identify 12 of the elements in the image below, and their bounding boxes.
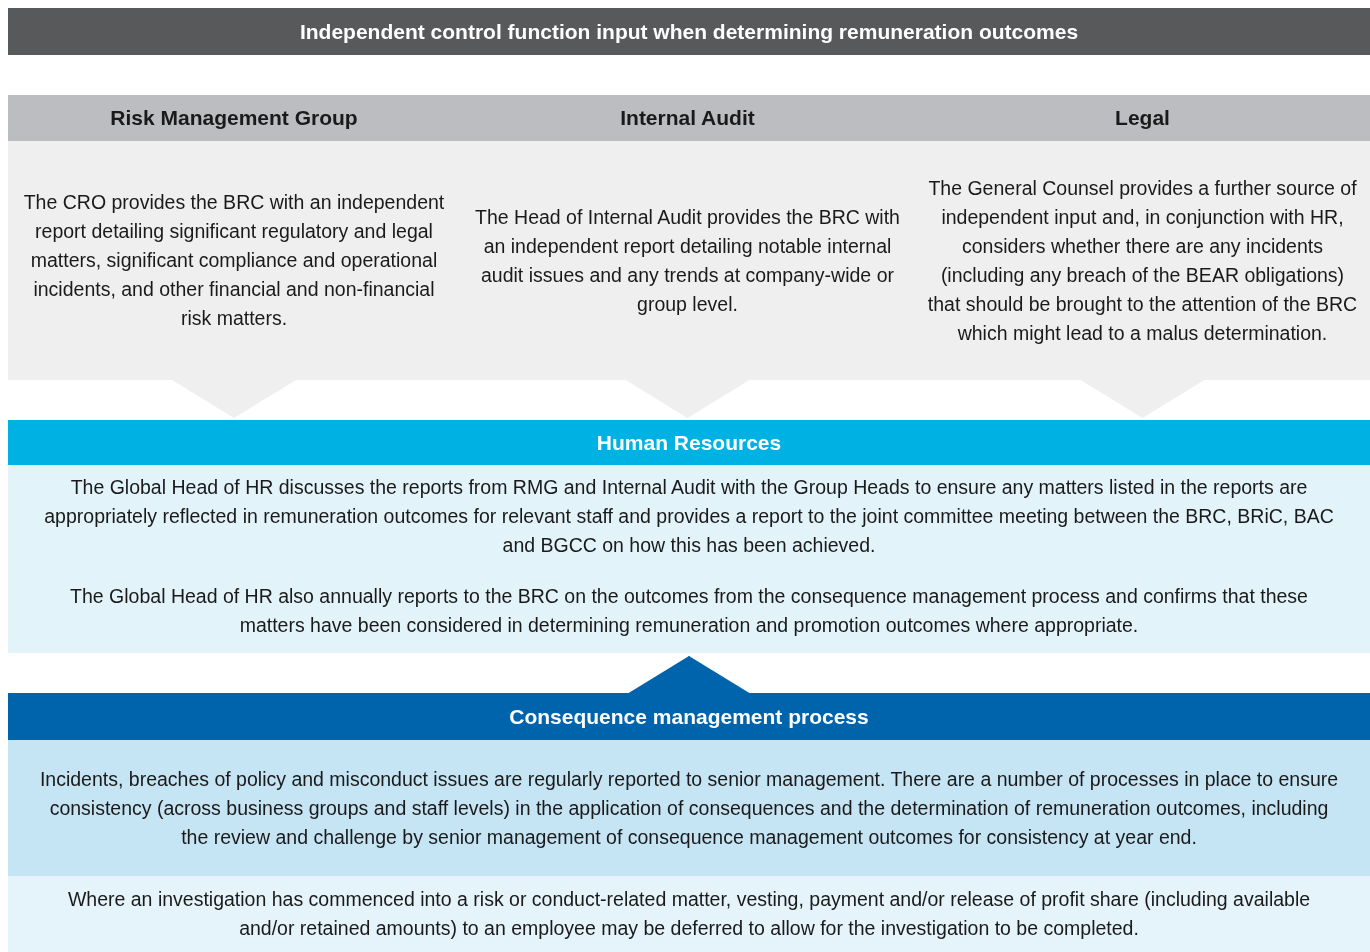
section-header: Human Resources <box>8 420 1370 465</box>
chevron-arrow <box>172 379 296 419</box>
section-header: Legal <box>915 95 1370 141</box>
title-bar: Independent control function input when determining remuneration outcomes <box>8 8 1370 55</box>
info-panel <box>8 693 1370 952</box>
chevron-arrow <box>627 655 751 694</box>
section-header: Consequence management process <box>8 693 1370 740</box>
body-text: Where an investigation has commenced into a risk or conduct-related matter, vesting, payment and/or release of profit share (including available and/or retained amounts) to an employee may be deferred to allow for the investigation to be completed. <box>8 876 1370 952</box>
section-header: Internal Audit <box>460 95 915 141</box>
chevron-arrow <box>625 379 750 419</box>
chevron-arrow <box>1080 379 1205 419</box>
section-header: Risk Management Group <box>8 95 460 141</box>
